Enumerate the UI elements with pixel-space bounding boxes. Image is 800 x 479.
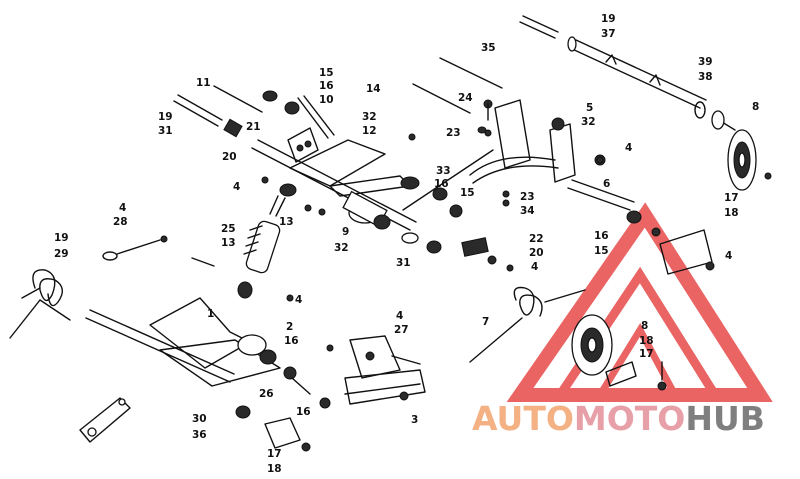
- callout-15: 15: [594, 245, 609, 257]
- watermark-text: AUTOMOTOHUB: [472, 399, 765, 438]
- callout-8: 8: [641, 320, 648, 332]
- callout-15: 15: [460, 187, 475, 199]
- watermark-triangle-outer: [506, 202, 773, 402]
- callout-18: 18: [639, 335, 654, 347]
- callout-19: 19: [158, 111, 173, 123]
- svg-text:AUTOMOTOHUB: AUTOMOTOHUB: [472, 399, 765, 438]
- shaft-6: [432, 179, 642, 224]
- callout-4: 4: [233, 181, 240, 193]
- callout-20: 20: [222, 151, 237, 163]
- callout-23: 23: [520, 191, 535, 203]
- callout-39: 39: [698, 56, 713, 68]
- callout-24: 24: [458, 92, 473, 104]
- shaft-19-upper: [173, 85, 263, 138]
- callout-37: 37: [601, 28, 616, 40]
- parts-artwork: [9, 15, 772, 452]
- callout-4: 4: [531, 261, 538, 273]
- watermark-word-moto: MOTO: [574, 399, 685, 438]
- watermark-triangle-core: [597, 322, 679, 397]
- callout-28: 28: [113, 216, 128, 228]
- watermark-word-auto: AUTO: [472, 399, 574, 438]
- callout-31: 31: [158, 125, 173, 137]
- callout-3: 3: [411, 414, 418, 426]
- callout-7: 7: [482, 316, 489, 328]
- callout-32: 32: [334, 242, 349, 254]
- callout-10: 10: [319, 94, 334, 106]
- callout-32: 32: [362, 111, 377, 123]
- callout-16: 16: [434, 178, 449, 190]
- front-axle-37: [519, 15, 707, 109]
- bracket-right: [651, 227, 715, 275]
- callout-17: 17: [724, 192, 739, 204]
- callout-32: 32: [581, 116, 596, 128]
- callout-18: 18: [267, 463, 282, 475]
- callout-19: 19: [54, 232, 69, 244]
- rail-clamp-3: [344, 335, 426, 405]
- callout-8: 8: [752, 101, 759, 113]
- watermark-logo: [506, 202, 773, 402]
- callout-4: 4: [396, 310, 403, 322]
- callout-11: 11: [196, 77, 211, 89]
- callout-4: 4: [119, 202, 126, 214]
- callout-13: 13: [221, 237, 236, 249]
- callout-27: 27: [394, 324, 409, 336]
- bracket-21: [262, 90, 335, 163]
- callout-16: 16: [296, 406, 311, 418]
- callout-4: 4: [725, 250, 732, 262]
- rail-mount-5: [469, 99, 606, 184]
- callout-15: 15: [319, 67, 334, 79]
- callout-1: 1: [207, 308, 214, 320]
- callout-34: 34: [520, 205, 535, 217]
- callout-13: 13: [279, 216, 294, 228]
- fasteners: [160, 129, 772, 352]
- callout-12: 12: [362, 125, 377, 137]
- callout-31: 31: [396, 257, 411, 269]
- callout-4: 4: [625, 142, 632, 154]
- callout-17: 17: [639, 348, 654, 360]
- callout-20: 20: [529, 247, 544, 259]
- tie-rod-35: [412, 57, 503, 114]
- callout-16: 16: [319, 80, 334, 92]
- callout-18: 18: [724, 207, 739, 219]
- callout-35: 35: [481, 42, 496, 54]
- callout-5: 5: [586, 102, 593, 114]
- callout-17: 17: [267, 448, 282, 460]
- torsion-spring-29: [9, 239, 161, 339]
- callout-19: 19: [601, 13, 616, 25]
- callout-26: 26: [259, 388, 274, 400]
- watermark-word-hub: HUB: [685, 399, 765, 438]
- upper-cross-shaft: [251, 139, 494, 254]
- callout-14: 14: [366, 83, 381, 95]
- idler-wheel-8-lower: [571, 314, 667, 391]
- callout-4: 4: [295, 294, 302, 306]
- callout-21: 21: [246, 121, 261, 133]
- callout-22: 22: [529, 233, 544, 245]
- callout-9: 9: [342, 226, 349, 238]
- callout-23: 23: [446, 127, 461, 139]
- callout-6: 6: [603, 178, 610, 190]
- callout-29: 29: [54, 248, 69, 260]
- callout-30: 30: [192, 413, 207, 425]
- callout-16: 16: [594, 230, 609, 242]
- torsion-spring-7: [469, 286, 586, 363]
- callout-38: 38: [698, 71, 713, 83]
- idler-wheel-8-top: [694, 101, 757, 191]
- shock-absorber-25: [191, 195, 312, 299]
- callout-25: 25: [221, 223, 236, 235]
- callout-2: 2: [286, 321, 293, 333]
- rear-arm-1: [85, 297, 331, 409]
- callout-16: 16: [284, 335, 299, 347]
- link-30: [79, 397, 311, 452]
- callout-33: 33: [436, 165, 451, 177]
- callout-36: 36: [192, 429, 207, 441]
